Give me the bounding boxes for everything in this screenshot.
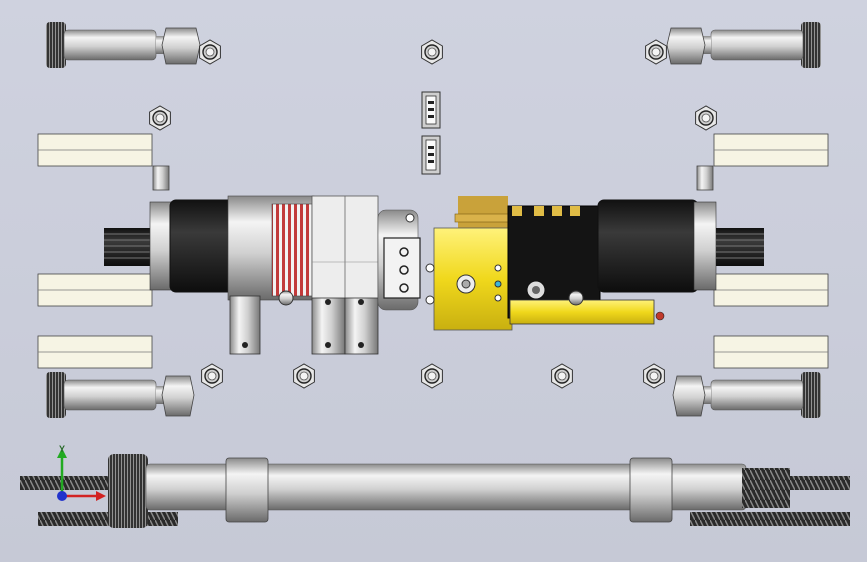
- hex-nut-1[interactable]: [199, 39, 221, 65]
- thumb-screw-top-right[interactable]: [666, 22, 821, 68]
- lead-screw[interactable]: [20, 454, 850, 528]
- connector-top[interactable]: [421, 91, 441, 129]
- thread-right-lower: [690, 512, 850, 526]
- brass-connectors: [458, 196, 508, 230]
- thumb-screw-bottom-left[interactable]: [46, 372, 195, 418]
- spacer-block-left-1[interactable]: [37, 133, 153, 167]
- y-axis-label: Y: [59, 444, 65, 454]
- knurled-knob[interactable]: [108, 454, 148, 528]
- spacer-block-left-2[interactable]: [37, 273, 153, 307]
- gearbox-block[interactable]: [311, 195, 421, 355]
- gear-spring-housing[interactable]: [227, 195, 315, 355]
- square-nut-right[interactable]: [696, 165, 714, 191]
- hex-nut-3[interactable]: [645, 39, 667, 65]
- thread-left-upper: [20, 476, 112, 490]
- thumb-screw-top-left[interactable]: [46, 22, 201, 68]
- connector-bottom[interactable]: [421, 135, 441, 175]
- hex-nut-5[interactable]: [695, 105, 717, 131]
- hex-nut-8[interactable]: [421, 363, 443, 389]
- hex-nut-group: [149, 39, 717, 389]
- worm-thread: [742, 468, 790, 508]
- hex-nut-6[interactable]: [201, 363, 223, 389]
- hex-nut-2[interactable]: [421, 39, 443, 65]
- spacer-block-right-3[interactable]: [713, 335, 829, 369]
- controller-housing[interactable]: [425, 196, 665, 331]
- spacer-block-right-1[interactable]: [713, 133, 829, 167]
- spacer-blocks: [37, 133, 829, 369]
- spacer-block-left-3[interactable]: [37, 335, 153, 369]
- spacer-block-right-2[interactable]: [713, 273, 829, 307]
- motor-right[interactable]: [597, 199, 764, 293]
- z-axis-dot: [57, 491, 67, 501]
- thumb-screw-bottom-right[interactable]: [672, 372, 821, 418]
- hex-nut-4[interactable]: [149, 105, 171, 131]
- hex-nut-10[interactable]: [643, 363, 665, 389]
- square-nut-left[interactable]: [152, 165, 170, 191]
- thread-right-upper: [788, 476, 850, 490]
- hex-nut-7[interactable]: [293, 363, 315, 389]
- coordinate-triad: Y: [57, 444, 106, 501]
- hex-nut-9[interactable]: [551, 363, 573, 389]
